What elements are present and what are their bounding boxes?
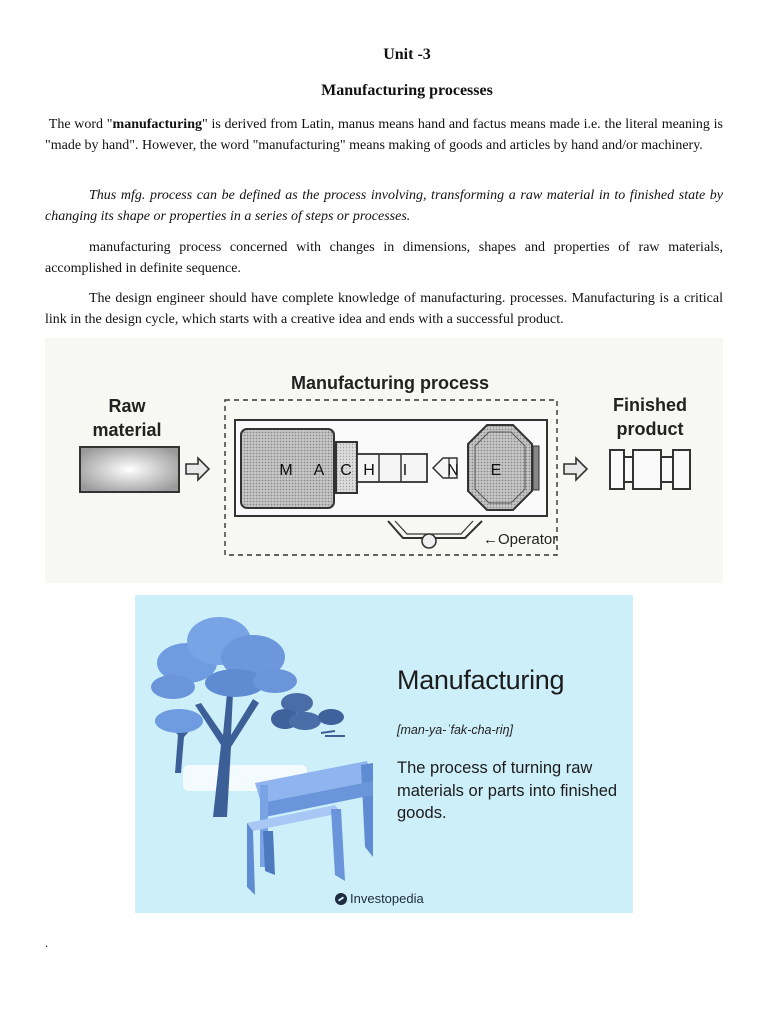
- small-tree-icon: [155, 709, 203, 773]
- machine-letter-a: A: [314, 462, 325, 479]
- card-definition: The process of turning raw materials or …: [397, 759, 618, 822]
- machine-letter-n: N: [447, 462, 459, 479]
- raw-material-block: [79, 446, 180, 493]
- p1-rest: " is derived from Latin, manus means han…: [45, 117, 723, 153]
- p2-text: Thus mfg. process can be defined as the …: [45, 188, 723, 224]
- process-boundary: [224, 399, 558, 556]
- motor-block: [240, 428, 335, 509]
- workpiece-octagon: [467, 424, 540, 511]
- arrow-out-of-process: [563, 456, 589, 482]
- tree-chair-illustration: [151, 617, 373, 895]
- operator-label: ←Operator: [483, 531, 557, 548]
- raw-material-label-line2: material: [92, 420, 161, 440]
- p1-intro: The word ": [48, 117, 113, 132]
- machine-letter-i: I: [403, 462, 407, 479]
- finished-product-label-line2: product: [617, 419, 684, 439]
- machine-letter-e: E: [491, 462, 502, 479]
- page-end-mark: .: [45, 936, 48, 950]
- paragraph-process-changes: manufacturing process concerned with cha…: [45, 238, 723, 279]
- card-pronunciation: [man-ya-ˈfak-cha-riŋ]: [397, 723, 513, 737]
- machine-letter-c: C: [340, 462, 352, 479]
- chair-icon: [247, 761, 373, 895]
- paragraph-mfg-process: Thus mfg. process can be defined as the …: [45, 186, 723, 227]
- operator-label-text: Operator: [498, 531, 557, 548]
- p1-bold-term: manufacturing: [112, 117, 202, 132]
- section-title: Manufacturing processes: [321, 82, 493, 99]
- finished-product-label-line1: Finished: [613, 395, 687, 415]
- machine-letter-m: M: [279, 462, 292, 479]
- paragraph-design-engineer: The design engineer should have complete…: [45, 289, 723, 330]
- machine-letter-h: H: [363, 462, 375, 479]
- arrow-into-process: [185, 456, 211, 482]
- investopedia-logo-icon: [335, 892, 347, 905]
- finished-product-part: [609, 449, 691, 490]
- p3-text: manufacturing process concerned with cha…: [45, 240, 723, 276]
- card-title: Manufacturing: [397, 665, 565, 695]
- operator-figure: [387, 520, 483, 549]
- paragraph-definition: The word "manufacturing" is derived from…: [45, 115, 723, 156]
- investopedia-definition-card: Manufacturing [man-ya-ˈfak-cha-riŋ] The …: [135, 595, 633, 913]
- investopedia-brand: Investopedia: [335, 891, 424, 906]
- raw-material-label-line1: Raw: [108, 396, 146, 416]
- diagram-title: Manufacturing process: [291, 373, 489, 393]
- spindle: [356, 453, 428, 483]
- big-tree-icon: [151, 617, 297, 817]
- p4-text: The design engineer should have complete…: [45, 291, 723, 327]
- unit-title: Unit -3: [383, 46, 431, 63]
- manufacturing-process-diagram: Manufacturing process Raw material: [45, 338, 723, 583]
- tool-tip: [431, 457, 458, 479]
- investopedia-brand-text: Investopedia: [350, 891, 424, 906]
- bushes-icon: [271, 693, 345, 737]
